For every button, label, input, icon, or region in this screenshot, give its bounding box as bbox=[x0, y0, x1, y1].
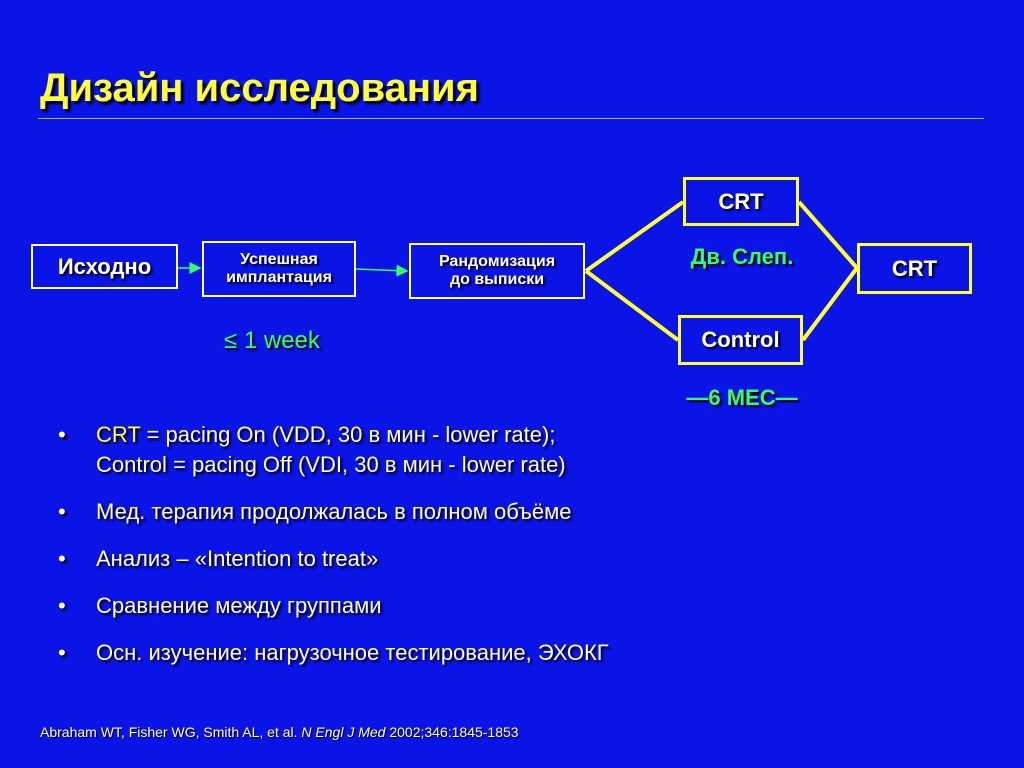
crt-final-label: CRT bbox=[891, 255, 938, 281]
bullet-item-comparison: • Сравнение между группами bbox=[58, 591, 609, 621]
line-random-to-control bbox=[584, 269, 680, 342]
citation-ref: 2002;346:1845-1853 bbox=[385, 724, 519, 740]
bullet-item-analysis: • Анализ – «Intention to treat» bbox=[58, 544, 609, 574]
bullet-control-text: Control = pacing Off (VDI, 30 в мин - lo… bbox=[96, 452, 566, 477]
citation-journal: N Engl J Med bbox=[301, 724, 386, 740]
line-crt-to-final bbox=[797, 200, 859, 270]
bullet-dot: • bbox=[58, 422, 66, 447]
week-label: ≤ 1 week bbox=[224, 327, 320, 354]
bullet-item-endpoints: • Осн. изучение: нагрузочное тестировани… bbox=[58, 638, 609, 668]
control-arm-box: Control bbox=[678, 315, 803, 365]
bullet-dot: • bbox=[58, 546, 66, 571]
bullet-therapy-text: Мед. терапия продолжалась в полном объём… bbox=[96, 499, 572, 524]
baseline-box: Исходно bbox=[31, 244, 178, 289]
crt-arm-box: CRT bbox=[683, 177, 799, 226]
bullet-dot: • bbox=[58, 593, 66, 618]
bullet-dot: • bbox=[58, 499, 66, 524]
months-label: —6 МЕС— bbox=[686, 385, 798, 410]
crt-final-box: CRT bbox=[857, 243, 972, 294]
bullet-endpoints-text: Осн. изучение: нагрузочное тестирование,… bbox=[96, 640, 609, 665]
citation-authors: Abraham WT, Fisher WG, Smith AL, et al. bbox=[40, 724, 302, 740]
random-line-2: до выписки bbox=[449, 271, 545, 288]
crt-arm-label: CRT bbox=[718, 188, 764, 214]
bullet-crt-key: CRT bbox=[96, 422, 141, 447]
bullet-comparison-text: Сравнение между группами bbox=[96, 593, 382, 618]
bullet-crt-text: = pacing On (VDD, 30 в мин - lower rate)… bbox=[140, 422, 556, 447]
arrow-implant-to-random bbox=[355, 264, 409, 277]
implant-line-2: имплантация bbox=[226, 269, 332, 286]
random-line-1: Рандомизация bbox=[438, 253, 556, 270]
baseline-label: Исходно bbox=[57, 253, 152, 279]
bullet-analysis-text: Анализ – «Intention to treat» bbox=[96, 546, 379, 571]
implant-line-1: Успешная bbox=[240, 251, 318, 268]
double-blind-label: Дв. Слеп. bbox=[690, 244, 794, 269]
control-arm-label: Control bbox=[701, 327, 780, 352]
slide-title: Дизайн исследования bbox=[40, 66, 479, 110]
line-control-to-final bbox=[801, 266, 859, 342]
bullet-list: • CRT = pacing On (VDD, 30 в мин - lower… bbox=[58, 420, 609, 685]
implantation-box: Успешная имплантация bbox=[202, 241, 356, 297]
bullet-item-therapy: • Мед. терапия продолжалась в полном объ… bbox=[58, 497, 609, 527]
bullet-dot: • bbox=[58, 640, 66, 665]
bullet-item-crt: • CRT = pacing On (VDD, 30 в мин - lower… bbox=[58, 420, 609, 480]
title-divider bbox=[38, 118, 984, 119]
citation: Abraham WT, Fisher WG, Smith AL, et al. … bbox=[40, 724, 519, 740]
line-random-to-crt bbox=[584, 200, 685, 273]
randomization-box: Рандомизация до выписки bbox=[409, 243, 585, 299]
